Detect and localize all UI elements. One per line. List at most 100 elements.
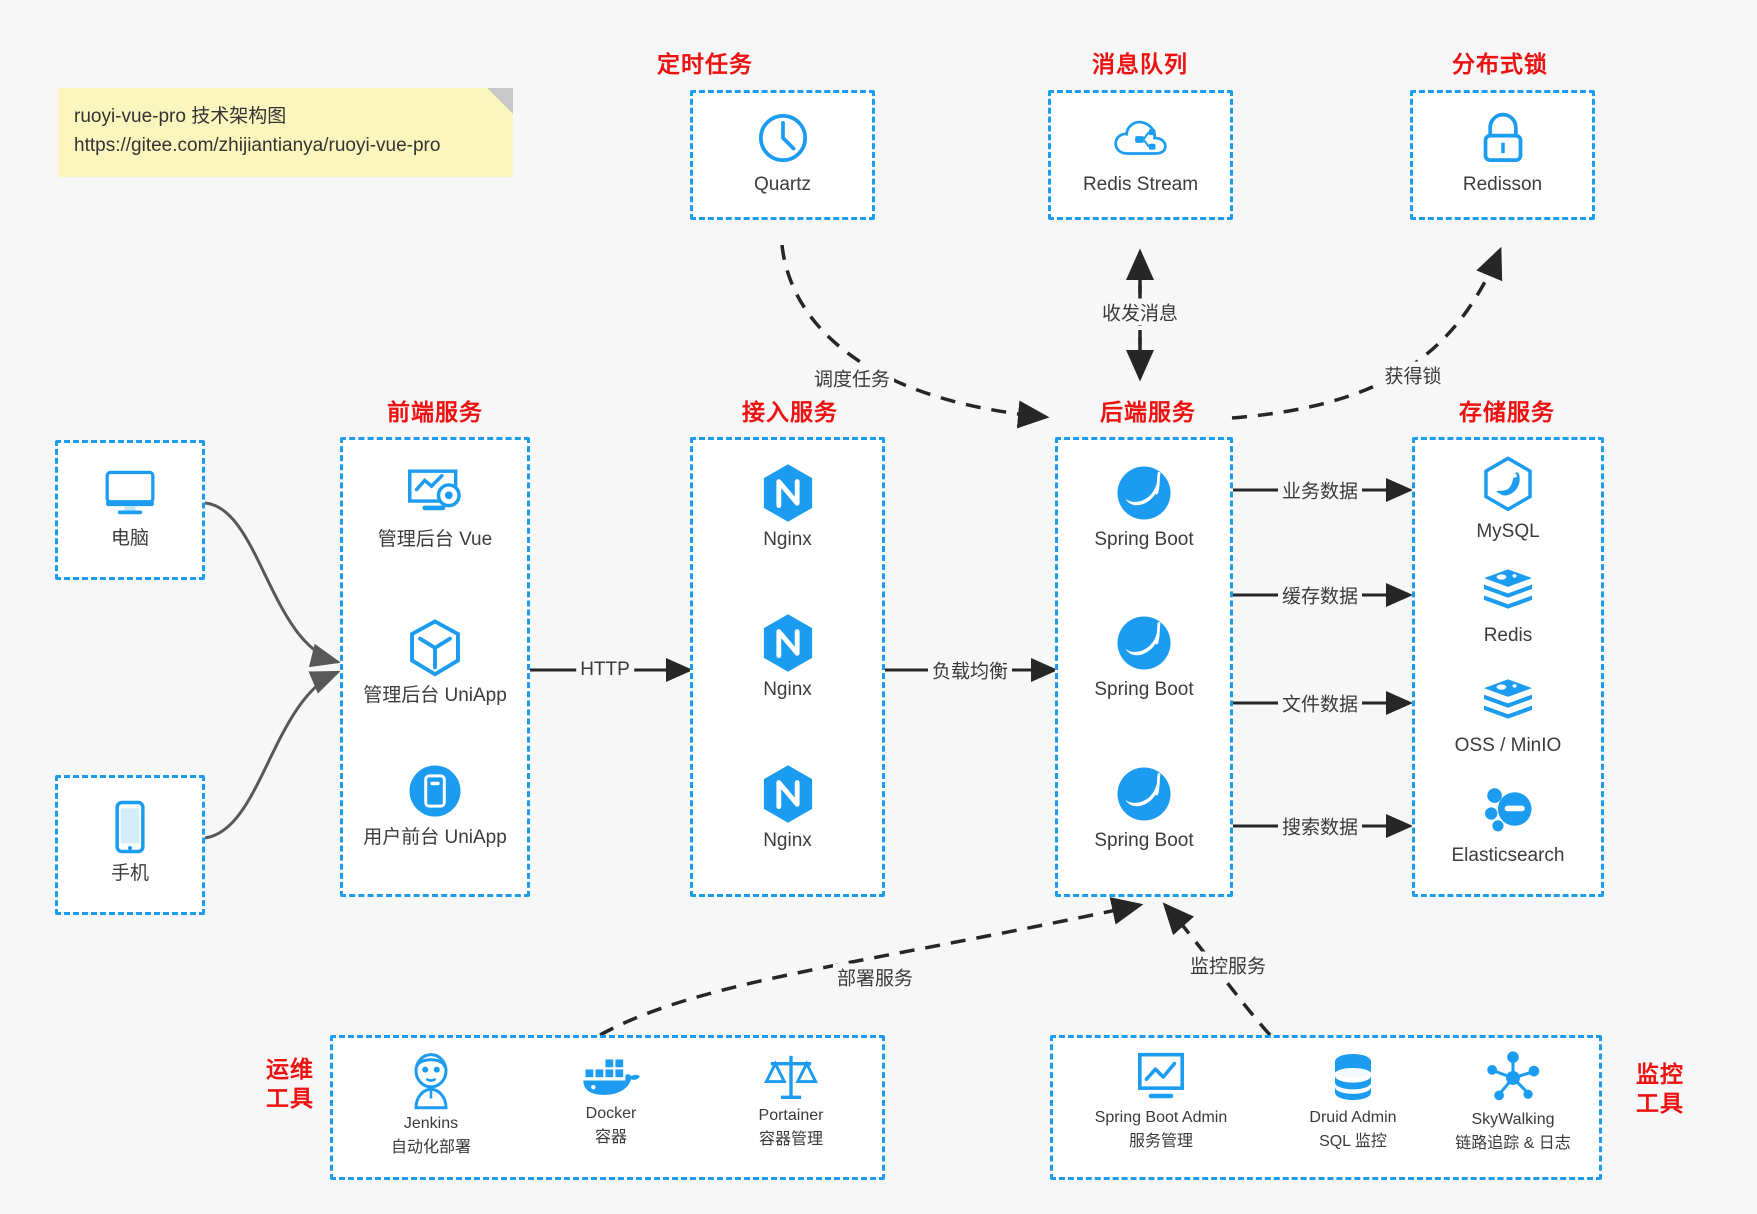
edge-label-load-balance: 负载均衡	[927, 656, 1013, 684]
node-sublabel: 服务管理	[1128, 1133, 1193, 1150]
group-title-devops-line2: 工具	[266, 1084, 314, 1111]
spring-boot-icon	[1058, 612, 1230, 674]
node-label: Nginx	[763, 529, 812, 550]
node-sublabel: 容器管理	[758, 1131, 823, 1148]
node-phone[interactable]: 手机	[58, 796, 202, 886]
group-box-monitor[interactable]: Spring Boot Admin 服务管理 Druid Admin SQL 监…	[1050, 1035, 1602, 1180]
node-nginx-1[interactable]: Nginx	[693, 462, 882, 552]
node-user-uniapp[interactable]: 用户前台 UniApp	[343, 760, 527, 850]
node-portainer[interactable]: Portainer 容器管理	[711, 1050, 871, 1149]
database-icon	[1273, 1050, 1433, 1109]
node-nginx-2[interactable]: Nginx	[693, 612, 882, 702]
group-box-distributed-lock[interactable]: Redisson	[1410, 90, 1595, 220]
node-label: 管理后台 UniApp	[363, 685, 507, 706]
node-label: Spring Boot	[1094, 529, 1194, 550]
node-label: Druid Admin	[1309, 1109, 1397, 1126]
group-title-monitor: 监控 工具	[1620, 1060, 1700, 1118]
node-label: Redisson	[1462, 174, 1543, 195]
node-label: MySQL	[1476, 521, 1540, 542]
node-label: SkyWalking	[1471, 1111, 1555, 1128]
node-springboot-1[interactable]: Spring Boot	[1058, 462, 1230, 552]
node-redis-stream[interactable]: Redis Stream	[1051, 107, 1230, 197]
edge-label-schedule-task: 调度任务	[809, 364, 895, 392]
edge-label-file-data: 文件数据	[1277, 689, 1363, 717]
node-label: Spring Boot Admin	[1094, 1109, 1228, 1126]
node-docker[interactable]: Docker 容器	[531, 1050, 691, 1147]
node-oss-minio[interactable]: OSS / MinIO	[1415, 668, 1601, 758]
nginx-icon	[693, 612, 882, 674]
node-sublabel: 自动化部署	[390, 1139, 471, 1156]
node-label: 用户前台 UniApp	[363, 827, 507, 848]
edge-label-deploy-service: 部署服务	[832, 963, 918, 991]
node-mysql[interactable]: MySQL	[1415, 454, 1601, 544]
node-elasticsearch[interactable]: Elasticsearch	[1415, 778, 1601, 868]
elasticsearch-icon	[1415, 778, 1601, 840]
node-redisson[interactable]: Redisson	[1413, 107, 1592, 197]
edge-label-acquire-lock: 获得锁	[1380, 361, 1446, 389]
docker-icon	[531, 1050, 691, 1105]
redis-icon	[1415, 668, 1601, 730]
sticky-note: ruoyi-vue-pro 技术架构图 https://gitee.com/zh…	[58, 88, 513, 177]
node-nginx-3[interactable]: Nginx	[693, 763, 882, 853]
clock-icon	[693, 107, 872, 169]
jenkins-icon	[351, 1050, 511, 1115]
note-line-url: https://gitee.com/zhijiantianya/ruoyi-vu…	[74, 135, 441, 157]
monitor-chart-icon	[1061, 1050, 1261, 1109]
node-sublabel: 容器	[594, 1129, 627, 1146]
group-box-computer[interactable]: 电脑	[55, 440, 205, 580]
group-title-message-queue: 消息队列	[1092, 51, 1188, 77]
group-box-message-queue[interactable]: Redis Stream	[1048, 90, 1233, 220]
node-springboot-2[interactable]: Spring Boot	[1058, 612, 1230, 702]
node-label: 手机	[110, 863, 149, 884]
node-sublabel: SQL 监控	[1319, 1133, 1387, 1150]
node-spring-boot-admin[interactable]: Spring Boot Admin 服务管理	[1061, 1050, 1261, 1151]
node-label: Portainer	[758, 1107, 824, 1124]
node-admin-vue[interactable]: 管理后台 Vue	[343, 462, 527, 552]
spring-boot-icon	[1058, 763, 1230, 825]
node-label: Redis	[1483, 625, 1533, 646]
node-quartz[interactable]: Quartz	[693, 107, 872, 197]
node-label: Nginx	[763, 830, 812, 851]
group-title-devops-line1: 运维	[266, 1056, 314, 1082]
group-title-devops: 运维 工具	[255, 1055, 325, 1113]
node-label: Jenkins	[403, 1115, 459, 1132]
node-label: Nginx	[763, 679, 812, 700]
group-box-backend[interactable]: Spring Boot Spring Boot Spring Boot	[1055, 437, 1233, 897]
node-label: OSS / MinIO	[1454, 735, 1562, 756]
group-box-gateway[interactable]: Nginx Nginx Nginx	[690, 437, 885, 897]
group-box-storage[interactable]: MySQL Redis	[1412, 437, 1604, 897]
node-computer[interactable]: 电脑	[58, 461, 202, 551]
node-label: Spring Boot	[1094, 830, 1194, 851]
node-label: Spring Boot	[1094, 679, 1194, 700]
lock-icon	[1413, 107, 1592, 169]
group-title-monitor-line1: 监控	[1636, 1061, 1684, 1087]
dashboard-gear-icon	[343, 462, 527, 524]
nginx-icon	[693, 763, 882, 825]
node-label: Quartz	[753, 174, 812, 195]
group-box-frontend[interactable]: 管理后台 Vue 管理后台 UniApp 用户前台 UniApp	[340, 437, 530, 897]
node-jenkins[interactable]: Jenkins 自动化部署	[351, 1050, 511, 1157]
edge-label-http: HTTP	[576, 659, 634, 681]
mobile-icon	[58, 796, 202, 858]
group-box-phone[interactable]: 手机	[55, 775, 205, 915]
group-title-storage: 存储服务	[1459, 399, 1555, 425]
edge-label-search-data: 搜索数据	[1277, 812, 1363, 840]
group-box-scheduled-task[interactable]: Quartz	[690, 90, 875, 220]
edge-label-business-data: 业务数据	[1277, 476, 1363, 504]
scales-icon	[711, 1050, 871, 1107]
group-title-frontend: 前端服务	[387, 399, 483, 425]
group-box-devops[interactable]: Jenkins 自动化部署 Docker 容器	[330, 1035, 885, 1180]
note-fold-corner	[487, 88, 513, 114]
node-druid-admin[interactable]: Druid Admin SQL 监控	[1273, 1050, 1433, 1151]
node-admin-uniapp[interactable]: 管理后台 UniApp	[343, 618, 527, 708]
node-springboot-3[interactable]: Spring Boot	[1058, 763, 1230, 853]
group-title-gateway: 接入服务	[742, 399, 838, 425]
uniapp-cube-icon	[343, 618, 527, 680]
nginx-icon	[693, 462, 882, 524]
node-skywalking[interactable]: SkyWalking 链路追踪 & 日志	[1428, 1050, 1598, 1153]
edge-label-cache-data: 缓存数据	[1277, 581, 1363, 609]
redis-icon	[1415, 558, 1601, 620]
node-redis[interactable]: Redis	[1415, 558, 1601, 648]
node-label: Elasticsearch	[1451, 845, 1565, 866]
